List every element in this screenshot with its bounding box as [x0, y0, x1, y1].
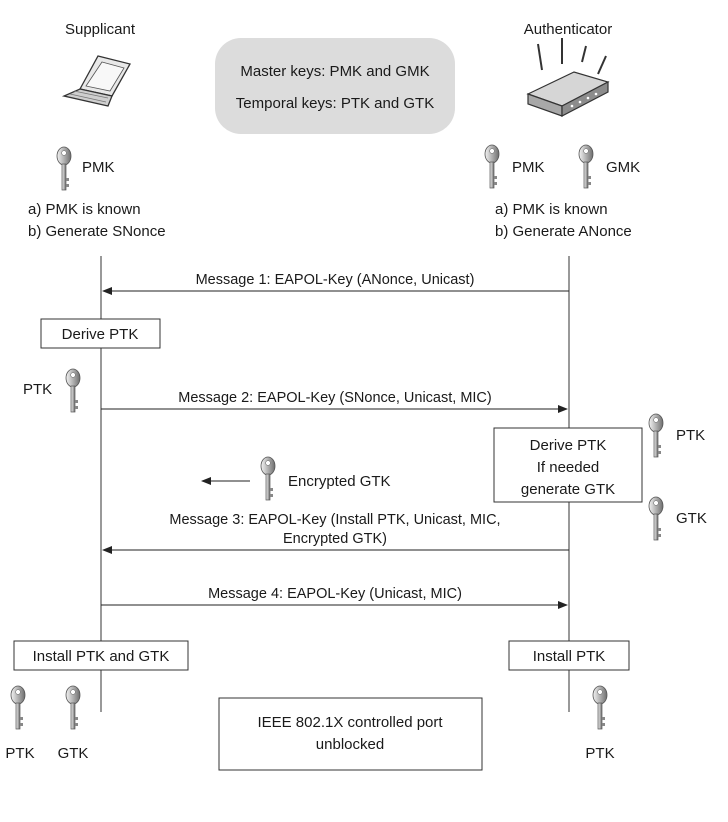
key-icon	[65, 685, 81, 730]
key-icon	[260, 456, 276, 501]
supplicant-step-a: a) PMK is known	[28, 201, 141, 218]
authenticator-gmk-label: GMK	[606, 159, 640, 176]
key-icon	[648, 496, 664, 541]
message-2-label: Message 2: EAPOL-Key (SNonce, Unicast, M…	[178, 390, 491, 406]
authenticator-derive-line3: generate GTK	[521, 481, 615, 498]
authenticator-derive-line1: Derive PTK	[530, 437, 607, 454]
supplicant-derive-ptk-box	[40, 318, 161, 349]
wireless-router-icon	[526, 38, 610, 117]
key-icon	[592, 685, 608, 730]
message-1-label: Message 1: EAPOL-Key (ANonce, Unicast)	[196, 272, 475, 288]
supplicant-step-b: b) Generate SNonce	[28, 223, 166, 240]
message-3-label-line1: Message 3: EAPOL-Key (Install PTK, Unica…	[169, 512, 500, 528]
supplicant-final-ptk: PTK	[5, 745, 34, 762]
key-icon	[65, 368, 81, 413]
supplicant-title: Supplicant	[65, 21, 136, 38]
message-3-label-line2: Encrypted GTK)	[283, 531, 387, 547]
authenticator-final-ptk: PTK	[585, 745, 614, 762]
authenticator-ptk-label: PTK	[676, 427, 705, 444]
temporal-keys-text: Temporal keys: PTK and GTK	[236, 95, 434, 112]
authenticator-install-text: Install PTK	[533, 648, 606, 665]
controlled-port-line2: unblocked	[316, 736, 384, 753]
authenticator-install-box	[508, 640, 630, 671]
key-icon	[484, 144, 500, 189]
keys-summary-box	[215, 38, 455, 134]
key-icon	[56, 146, 72, 191]
supplicant-pmk-label: PMK	[82, 159, 115, 176]
authenticator-title: Authenticator	[524, 21, 612, 38]
master-keys-text: Master keys: PMK and GMK	[240, 63, 429, 80]
authenticator-step-a: a) PMK is known	[495, 201, 608, 218]
supplicant-install-text: Install PTK and GTK	[33, 648, 170, 665]
message-4-label: Message 4: EAPOL-Key (Unicast, MIC)	[208, 586, 462, 602]
encrypted-gtk-label: Encrypted GTK	[288, 473, 391, 490]
supplicant-ptk-label: PTK	[23, 381, 52, 398]
authenticator-derive-line2: If needed	[537, 459, 600, 476]
key-icon	[578, 144, 594, 189]
supplicant-derive-ptk-text: Derive PTK	[62, 326, 139, 343]
key-icon	[10, 685, 26, 730]
laptop-icon	[61, 55, 131, 107]
authenticator-gtk-label: GTK	[676, 510, 707, 527]
authenticator-step-b: b) Generate ANonce	[495, 223, 632, 240]
supplicant-install-box	[13, 640, 189, 671]
authenticator-derive-box	[493, 427, 643, 503]
controlled-port-box	[218, 697, 483, 771]
controlled-port-line1: IEEE 802.1X controlled port	[257, 714, 443, 731]
supplicant-final-gtk: GTK	[58, 745, 89, 762]
key-icon	[648, 413, 664, 458]
authenticator-pmk-label: PMK	[512, 159, 545, 176]
